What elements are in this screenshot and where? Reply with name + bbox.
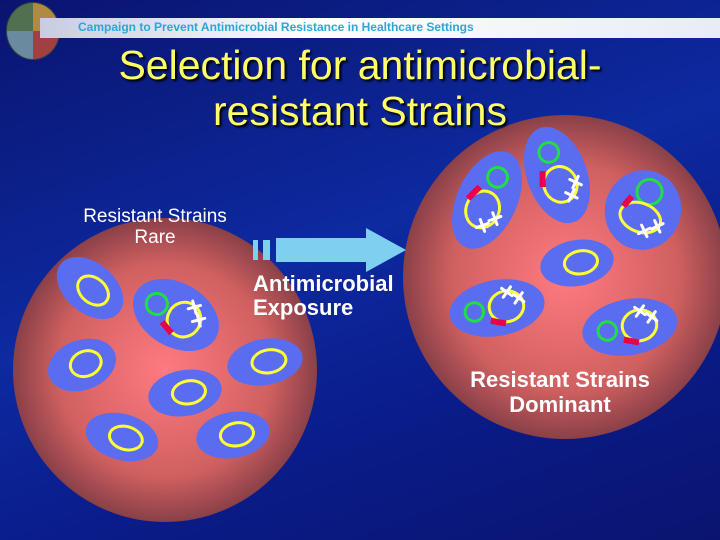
label-dominant-line-1: Resistant Strains bbox=[470, 367, 650, 392]
mutation-mark-icon bbox=[564, 188, 579, 203]
green-ring bbox=[486, 165, 509, 189]
green-ring bbox=[596, 320, 619, 342]
mutation-mark-icon bbox=[474, 217, 490, 233]
resistance-gene bbox=[623, 336, 640, 346]
label-rare-line-2: Rare bbox=[134, 227, 176, 248]
resistance-gene bbox=[159, 319, 174, 336]
label-dominant-line-2: Dominant bbox=[509, 392, 611, 417]
green-ring bbox=[537, 141, 561, 164]
title-line-2: resistant Strains bbox=[213, 88, 507, 134]
resistance-gene bbox=[465, 184, 482, 201]
green-ring bbox=[144, 291, 169, 317]
resistance-gene bbox=[490, 317, 507, 327]
label-exposure: Antimicrobial Exposure bbox=[253, 272, 394, 320]
resistant-bacterium bbox=[449, 279, 545, 337]
resistant-bacterium bbox=[133, 278, 219, 352]
plasmid bbox=[250, 348, 288, 375]
label-dominant: Resistant Strains Dominant bbox=[440, 367, 680, 417]
plasmid bbox=[170, 379, 207, 406]
mutation-mark-icon bbox=[650, 219, 665, 234]
resistant-bacterium bbox=[452, 151, 522, 249]
susceptible-bacterium bbox=[540, 239, 614, 287]
mutation-mark-icon bbox=[511, 291, 526, 305]
resistant-bacterium bbox=[524, 126, 590, 224]
resistant-bacterium bbox=[604, 170, 682, 250]
plasmid bbox=[218, 421, 255, 448]
mutation-mark-icon bbox=[637, 223, 652, 239]
resistance-gene bbox=[621, 194, 634, 209]
label-rare: Resistant Strains Rare bbox=[60, 206, 250, 248]
plasmid bbox=[76, 274, 110, 307]
mutation-mark-icon bbox=[190, 312, 207, 328]
banner-text: Campaign to Prevent Antimicrobial Resist… bbox=[78, 20, 474, 34]
plasmid bbox=[68, 349, 103, 379]
plasmid bbox=[108, 424, 144, 452]
cell-body bbox=[196, 411, 270, 459]
arrow-right-icon bbox=[253, 228, 406, 272]
mutation-mark-icon bbox=[633, 304, 647, 318]
page-title: Selection for antimicrobial- resistant S… bbox=[0, 42, 720, 134]
susceptible-bacterium bbox=[196, 411, 270, 459]
cell-body bbox=[133, 278, 219, 352]
cell-body bbox=[48, 338, 116, 392]
susceptible-bacterium bbox=[148, 369, 222, 417]
cell-body bbox=[524, 126, 590, 224]
resistant-bacterium bbox=[582, 298, 678, 356]
cell-body bbox=[148, 369, 222, 417]
label-exposure-line-1: Antimicrobial bbox=[253, 271, 394, 296]
susceptible-bacterium bbox=[56, 256, 124, 320]
cell-body bbox=[85, 412, 159, 462]
label-rare-line-1: Resistant Strains bbox=[83, 206, 227, 227]
plasmid bbox=[562, 249, 599, 276]
mutation-mark-icon bbox=[186, 299, 203, 315]
mutation-mark-icon bbox=[568, 174, 583, 190]
susceptible-bacterium bbox=[227, 338, 303, 386]
cell-body bbox=[227, 338, 303, 386]
cell-body bbox=[540, 239, 614, 287]
cell-body bbox=[56, 256, 124, 320]
resistance-gene bbox=[539, 171, 546, 187]
mutation-mark-icon bbox=[487, 211, 503, 227]
susceptible-bacterium bbox=[85, 412, 159, 462]
banner: Campaign to Prevent Antimicrobial Resist… bbox=[40, 18, 720, 38]
title-line-1: Selection for antimicrobial- bbox=[118, 42, 602, 88]
mutation-mark-icon bbox=[644, 310, 659, 324]
susceptible-bacterium bbox=[48, 338, 116, 392]
green-ring bbox=[463, 301, 486, 323]
label-exposure-line-2: Exposure bbox=[253, 295, 354, 320]
mutation-mark-icon bbox=[500, 285, 514, 299]
